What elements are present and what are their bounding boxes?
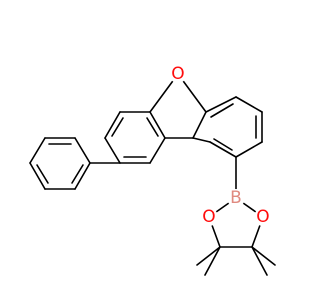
methyl-groups [196,246,276,276]
structure-drawing: O B O O [29,64,276,276]
oxygen-dioxaborolane-left-label: O [202,207,215,227]
oxygen-furan-label: O [171,64,184,84]
phenyl-ring [29,137,91,190]
molecule-diagram: O B O O [29,64,276,276]
benzo-ring-left [104,111,166,164]
oxygen-dioxaborolane-right-label: O [256,207,269,227]
benzo-ring-right [192,96,263,158]
boron-label: B [230,188,242,208]
